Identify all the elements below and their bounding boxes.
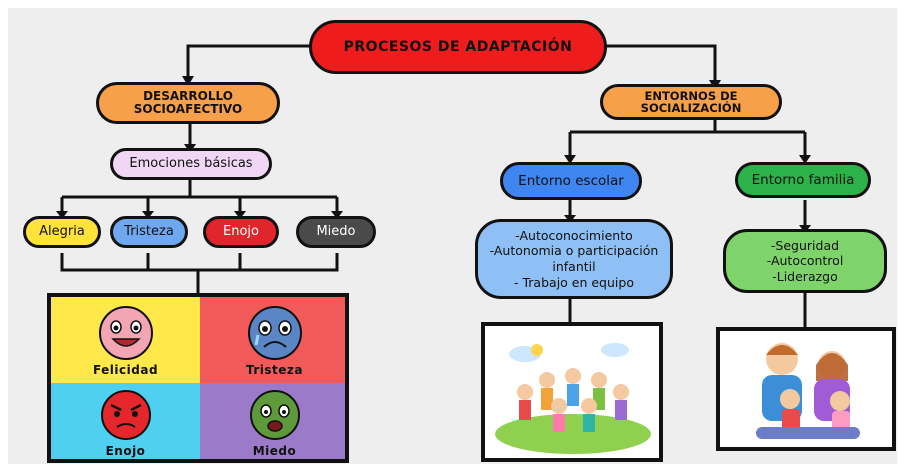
sad-face-icon [248,306,302,360]
familia-item-2: -Autocontrol [766,253,844,269]
escolar-item-4: - Trabajo en equipo [514,274,634,290]
emotion-tristeza-label: Tristeza [124,224,174,240]
family-picture [716,327,896,451]
desarrollo-line2: SOCIOAFECTIVO [133,102,243,116]
familia-item-1: -Seguridad [770,237,840,253]
emotion-alegria-label: Alegria [39,224,85,240]
face-label-enojo: Enojo [105,444,146,458]
title-node: PROCESOS DE ADAPTACIÓN [309,20,607,74]
face-label-miedo: Miedo [252,444,297,458]
entornos-line2: SOCIALIZACIÓN [640,101,742,115]
face-cell-enojo: Enojo [51,383,200,459]
entorno-familia-label: Entorno familia [751,171,855,188]
children-playing-illustration [485,326,659,458]
emotion-tristeza: Tristeza [110,216,188,248]
school-children-picture [481,322,663,462]
face-cell-felicidad: Felicidad [51,297,200,383]
entorno-escolar-node: Entorno escolar [500,162,642,200]
escolar-item-2: -Autonomia o participación [489,243,659,259]
face-cell-miedo: Miedo [200,383,345,459]
angry-face-icon [101,390,151,440]
entornos-line1: ENTORNOS DE [644,88,738,103]
emotion-alegria: Alegria [23,216,101,248]
happy-face-icon [99,306,153,360]
face-label-felicidad: Felicidad [92,363,159,377]
emociones-node: Emociones básicas [110,148,272,180]
emotion-enojo-label: Enojo [223,224,259,240]
face-label-tristeza: Tristeza [246,363,303,377]
entorno-familia-box: -Seguridad -Autocontrol -Liderazgo [723,229,887,293]
familia-item-3: -Liderazgo [772,268,838,284]
entornos-node: ENTORNOS DE SOCIALIZACIÓN [600,84,782,120]
face-cell-tristeza: Tristeza [200,297,345,383]
emotion-faces-card: Felicidad Tristeza Enojo [47,293,349,463]
entorno-familia-node: Entorno familia [735,162,871,198]
emociones-text: Emociones básicas [129,156,253,172]
entorno-escolar-label: Entorno escolar [518,172,624,189]
family-illustration [720,331,892,447]
scared-face-icon [250,390,300,440]
desarrollo-node: DESARROLLO SOCIOAFECTIVO [96,82,280,124]
emotion-miedo: Miedo [296,216,376,248]
title-text: PROCESOS DE ADAPTACIÓN [343,38,573,55]
entorno-escolar-box: -Autoconocimiento -Autonomia o participa… [475,219,673,299]
emotion-enojo: Enojo [203,216,279,248]
escolar-item-3: infantil [552,259,596,274]
emotion-miedo-label: Miedo [316,224,356,240]
escolar-item-1: -Autoconocimiento [515,227,633,243]
desarrollo-line1: DESARROLLO [143,89,233,104]
